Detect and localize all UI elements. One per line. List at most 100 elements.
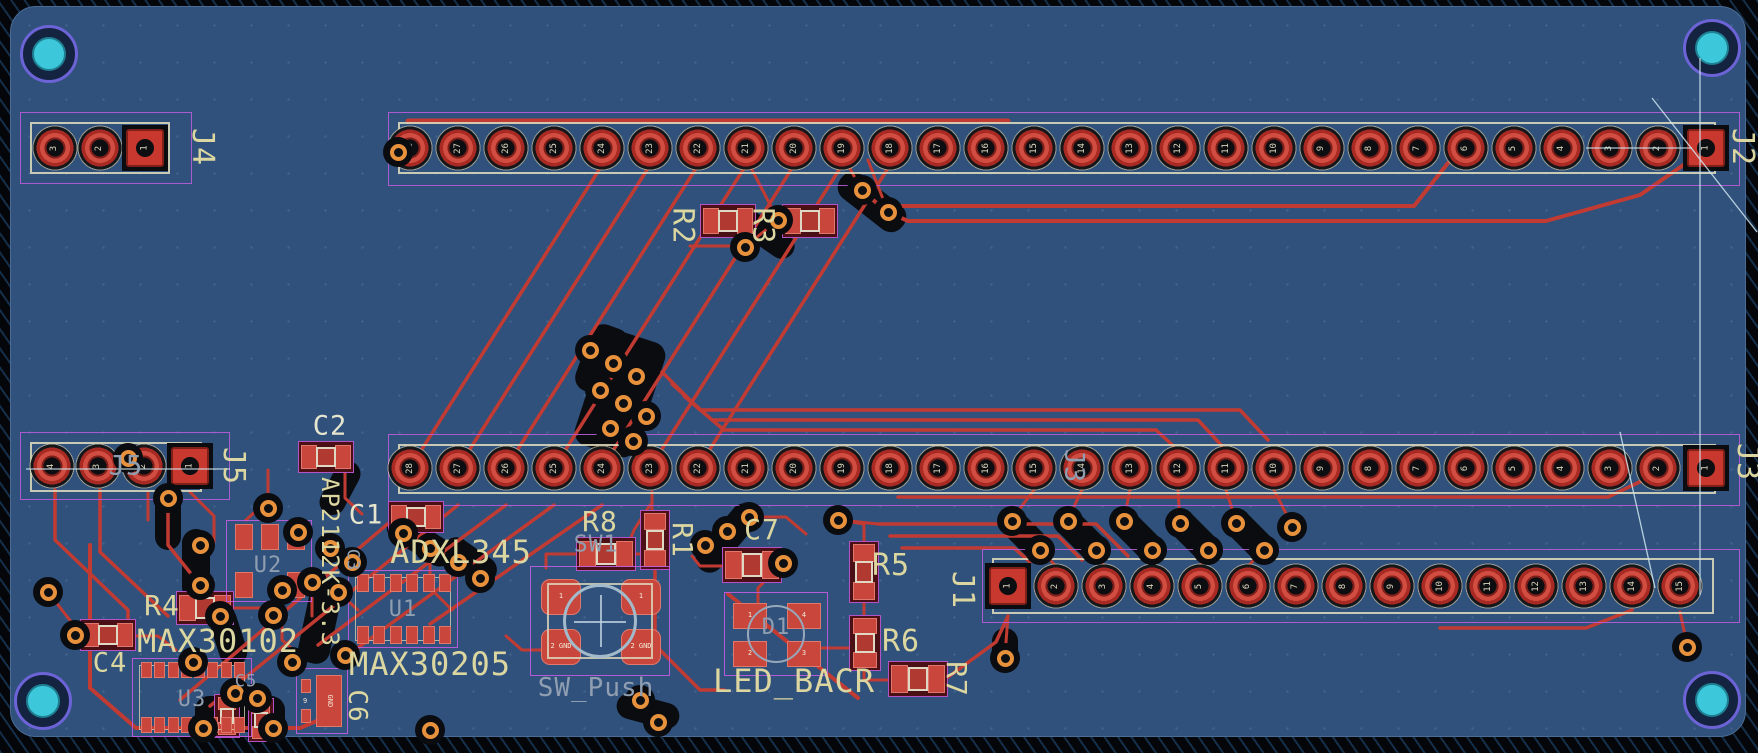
via[interactable]: [323, 577, 353, 607]
pad-through-hole[interactable]: 4: [1129, 563, 1175, 609]
via[interactable]: [178, 647, 208, 677]
pad-through-hole[interactable]: 17: [915, 125, 961, 171]
via[interactable]: [1025, 535, 1055, 565]
pad-through-hole[interactable]: 5: [1491, 125, 1537, 171]
pad-through-hole[interactable]: 19: [819, 445, 865, 491]
component-U1[interactable]: [348, 570, 458, 648]
via[interactable]: [734, 502, 764, 532]
label-d1[interactable]: D1: [761, 615, 791, 640]
pad-through-hole[interactable]: 15: [1657, 563, 1703, 609]
pad-through-hole[interactable]: 25: [531, 125, 577, 171]
via[interactable]: [443, 547, 473, 577]
pad-through-hole[interactable]: 2: [77, 125, 123, 171]
pad-through-hole[interactable]: 21: [723, 445, 769, 491]
pad-through-hole[interactable]: 19: [819, 125, 865, 171]
pad-through-hole[interactable]: 22: [675, 445, 721, 491]
via[interactable]: [1672, 632, 1702, 662]
mounting-hole[interactable]: [14, 672, 72, 730]
pad-square-pin1[interactable]: 1: [122, 125, 168, 171]
via[interactable]: [388, 518, 418, 548]
label-c3[interactable]: C3: [342, 548, 363, 572]
label-r7[interactable]: R7: [940, 661, 973, 697]
pad-through-hole[interactable]: 3: [75, 443, 121, 489]
component-R5[interactable]: [849, 541, 879, 603]
via[interactable]: [188, 713, 218, 743]
pad-through-hole[interactable]: 26: [483, 125, 529, 171]
label-c1[interactable]: C1: [348, 499, 384, 531]
via[interactable]: [595, 413, 625, 443]
pad-through-hole[interactable]: 20: [771, 445, 817, 491]
via[interactable]: [283, 517, 313, 547]
label-r3[interactable]: R3: [746, 207, 781, 245]
pad-through-hole[interactable]: 27: [435, 445, 481, 491]
via[interactable]: [185, 570, 215, 600]
via[interactable]: [330, 640, 360, 670]
via[interactable]: [415, 533, 445, 563]
via[interactable]: [297, 567, 327, 597]
pad-through-hole[interactable]: 10: [1251, 445, 1297, 491]
via[interactable]: [383, 137, 413, 167]
pad-through-hole[interactable]: 8: [1347, 445, 1393, 491]
pad-through-hole[interactable]: 7: [1395, 445, 1441, 491]
component-C2[interactable]: [298, 441, 354, 473]
label-sw1[interactable]: SW1: [573, 531, 619, 558]
pad-through-hole[interactable]: 20: [771, 125, 817, 171]
pad-through-hole[interactable]: 15: [1011, 445, 1057, 491]
via[interactable]: [205, 601, 235, 631]
pad-through-hole[interactable]: 7: [1395, 125, 1441, 171]
label-u1[interactable]: U1: [388, 597, 418, 622]
via[interactable]: [242, 683, 272, 713]
via[interactable]: [768, 548, 798, 578]
label-c6[interactable]: C6: [342, 689, 372, 723]
component-R6[interactable]: [849, 615, 881, 671]
pad-through-hole[interactable]: 24: [579, 445, 625, 491]
via[interactable]: [1081, 535, 1111, 565]
via[interactable]: [997, 506, 1027, 536]
pad-through-hole[interactable]: 4: [29, 443, 75, 489]
pad-through-hole[interactable]: 25: [531, 445, 577, 491]
pad-through-hole[interactable]: 28: [387, 445, 433, 491]
via[interactable]: [625, 685, 655, 715]
pad-through-hole[interactable]: 24: [579, 125, 625, 171]
label-r2[interactable]: R2: [666, 207, 701, 245]
label-r5[interactable]: R5: [871, 548, 911, 583]
pad-through-hole[interactable]: 15: [1011, 125, 1057, 171]
via[interactable]: [621, 361, 651, 391]
mounting-hole[interactable]: [1683, 19, 1741, 77]
pad-through-hole[interactable]: 8: [1347, 125, 1393, 171]
via[interactable]: [258, 600, 288, 630]
pad-through-hole[interactable]: 10: [1417, 563, 1463, 609]
mounting-hole[interactable]: [20, 25, 78, 83]
label-max30102[interactable]: MAX30102: [136, 622, 300, 660]
pad-through-hole[interactable]: 11: [1203, 445, 1249, 491]
via[interactable]: [258, 713, 288, 743]
via[interactable]: [113, 443, 143, 473]
pad-through-hole[interactable]: 12: [1513, 563, 1559, 609]
pad-through-hole[interactable]: 16: [963, 445, 1009, 491]
label-u3[interactable]: U3: [177, 687, 207, 712]
via[interactable]: [153, 483, 183, 513]
pad-through-hole[interactable]: 6: [1443, 445, 1489, 491]
via[interactable]: [1221, 508, 1251, 538]
via[interactable]: [185, 530, 215, 560]
label-r1[interactable]: R1: [666, 522, 699, 558]
via[interactable]: [990, 643, 1020, 673]
via[interactable]: [465, 563, 495, 593]
pad-through-hole[interactable]: 16: [963, 125, 1009, 171]
pad-through-hole[interactable]: 11: [1465, 563, 1511, 609]
pad-through-hole[interactable]: 2: [1033, 563, 1079, 609]
pad-through-hole[interactable]: 14: [1059, 445, 1105, 491]
via[interactable]: [315, 533, 345, 563]
pad-square-pin1[interactable]: 1: [1683, 445, 1729, 491]
pad-through-hole[interactable]: 9: [1299, 445, 1345, 491]
via[interactable]: [712, 516, 742, 546]
pad-through-hole[interactable]: 7: [1273, 563, 1319, 609]
label-j3[interactable]: J3: [1058, 448, 1090, 484]
label-adxl345[interactable]: ADXL345: [390, 533, 532, 571]
pad-through-hole[interactable]: 5: [1177, 563, 1223, 609]
component-R7[interactable]: [888, 661, 948, 697]
label-sw-push[interactable]: SW_Push: [537, 673, 655, 703]
pad-through-hole[interactable]: 3: [32, 125, 78, 171]
pad-square-pin1[interactable]: 1: [985, 563, 1031, 609]
via[interactable]: [730, 232, 760, 262]
